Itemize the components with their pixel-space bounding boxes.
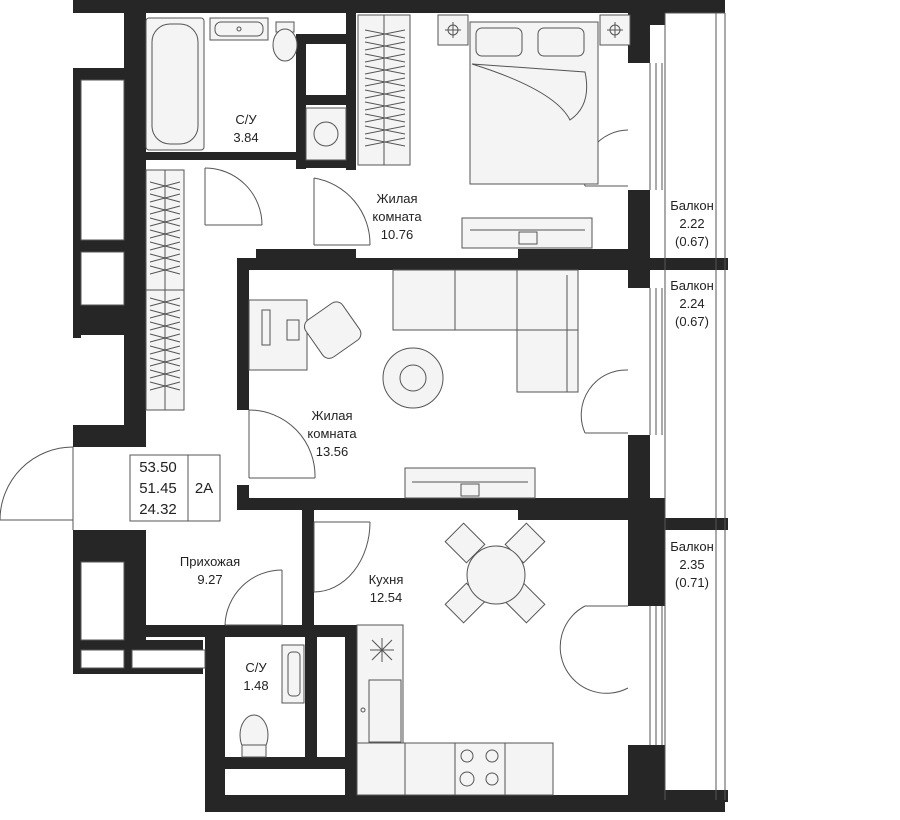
kitchen-name: Кухня [369, 572, 404, 587]
balcony-labels: Балкон 2.22 (0.67) Балкон 2.24 (0.67) Ба… [670, 198, 714, 590]
total-area: 53.50 [139, 459, 177, 476]
wardrobe-hall [145, 169, 185, 411]
living-area: 13.56 [316, 444, 349, 459]
coffee-table-icon [382, 347, 444, 409]
balcony-2-reduced: (0.67) [675, 314, 709, 329]
balcony-1-name: Балкон [670, 198, 714, 213]
bathroom-main-name: С/У [235, 112, 257, 127]
bathroom-small-name: С/У [245, 660, 267, 675]
bathtub-icon [145, 17, 205, 151]
balcony-1-area: 2.22 [679, 216, 704, 231]
living-area-total: 51.45 [139, 480, 177, 497]
furniture [145, 14, 631, 796]
balcony-2-name: Балкон [670, 278, 714, 293]
living-name-line2: комната [307, 426, 357, 441]
balcony-3-reduced: (0.71) [675, 575, 709, 590]
wardrobe-bedroom [357, 14, 411, 166]
bedroom-name-line2: комната [372, 209, 422, 224]
summary-box: 53.50 51.45 24.32 2A [129, 454, 221, 522]
bed-icon [437, 14, 631, 185]
kitchen-area: 12.54 [370, 590, 403, 605]
hall-area: 9.27 [197, 572, 222, 587]
balcony-2-area: 2.24 [679, 296, 704, 311]
balcony-3-area: 2.35 [679, 557, 704, 572]
sink-icon [209, 17, 269, 41]
apartment-type: 2A [195, 480, 213, 497]
balcony-3-name: Балкон [670, 539, 714, 554]
washing-machine-icon [305, 107, 347, 161]
bedroom-area: 10.76 [381, 227, 414, 242]
bathroom-small-area: 1.48 [243, 678, 268, 693]
small-sink-icon [281, 644, 305, 704]
hall-name: Прихожая [180, 554, 240, 569]
dining-table-icon [444, 522, 546, 624]
kitchen-counter [356, 624, 554, 796]
bedroom-name-line1: Жилая [376, 191, 417, 206]
sofa-icon [392, 269, 579, 393]
desk-icon [248, 299, 362, 371]
living-name-line1: Жилая [311, 408, 352, 423]
bathroom-main-area: 3.84 [233, 130, 258, 145]
balcony-outlines [80, 12, 726, 800]
walls [73, 0, 728, 812]
tv-stand-living [404, 467, 536, 499]
room-labels: С/У 3.84 Жилая комната 10.76 Жилая комна… [180, 112, 422, 693]
residential-area: 24.32 [139, 501, 177, 518]
balcony-1-reduced: (0.67) [675, 234, 709, 249]
tv-stand-bedroom [461, 217, 593, 249]
